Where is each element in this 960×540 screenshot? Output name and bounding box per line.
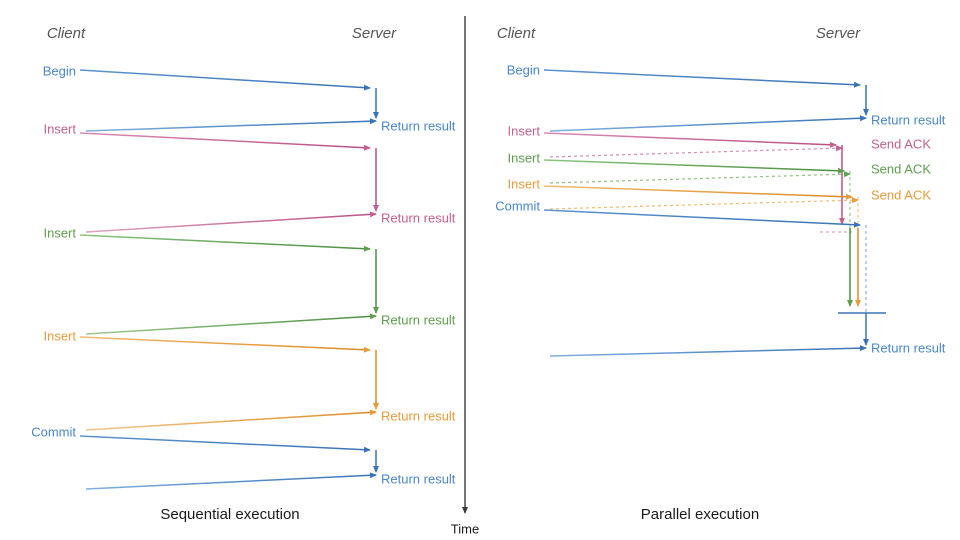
insert3-request-arrow <box>79 336 371 353</box>
server-actor-label-sequential: Server <box>352 25 397 42</box>
begin-reply-arrow-parallel <box>549 115 867 132</box>
commit-reply-arrow-parallel <box>549 345 867 357</box>
label-begin-sequential: Begin <box>43 63 76 78</box>
label-insert-1-parallel: Insert <box>507 123 540 138</box>
caption-parallel: Parallel execution <box>641 506 759 523</box>
label-send-ack-2-parallel: Send ACK <box>871 161 931 176</box>
commit-reply-arrow <box>85 472 377 490</box>
time-axis-label: Time <box>451 521 479 536</box>
label-return-result-1-parallel: Return result <box>871 112 946 127</box>
label-insert-3-sequential: Insert <box>43 328 76 343</box>
insert3-request-arrow-parallel <box>543 185 853 200</box>
label-commit-parallel: Commit <box>495 198 540 213</box>
label-return-result-5-sequential: Return result <box>381 471 456 486</box>
label-return-result-2-parallel: Return result <box>871 340 946 355</box>
insert2-exchange-parallel <box>543 159 853 307</box>
begin-request-arrow <box>79 69 371 91</box>
insert3-reply-arrow <box>85 409 377 431</box>
insert2-request-arrow <box>79 234 371 252</box>
insert2-reply-arrow <box>85 313 377 335</box>
label-return-result-3-sequential: Return result <box>381 312 456 327</box>
time-axis-group: Time <box>451 16 479 536</box>
insert3-exchange-parallel <box>543 185 861 307</box>
caption-sequential: Sequential execution <box>160 506 299 523</box>
insert2-ack-arrow-parallel <box>549 171 851 184</box>
label-insert-2-sequential: Insert <box>43 225 76 240</box>
panel-parallel: Client Server <box>495 25 946 523</box>
insert1-request-arrow <box>79 132 371 151</box>
label-return-result-4-sequential: Return result <box>381 408 456 423</box>
label-commit-sequential: Commit <box>31 424 76 439</box>
label-insert-1-sequential: Insert <box>43 121 76 136</box>
client-actor-label-sequential: Client <box>47 25 86 42</box>
begin-exchange-parallel <box>543 69 869 132</box>
insert1-ack-arrow-parallel <box>549 145 843 158</box>
begin-exchange-sequential <box>79 69 379 132</box>
commit-exchange-parallel <box>543 209 886 357</box>
insert1-exchange-parallel <box>543 132 852 233</box>
server-actor-label-parallel: Server <box>816 25 861 42</box>
insert3-ack-arrow-parallel <box>549 197 859 210</box>
begin-reply-arrow <box>85 118 377 132</box>
commit-exchange-sequential <box>79 435 379 490</box>
label-send-ack-1-parallel: Send ACK <box>871 136 931 151</box>
panel-sequential: Client Server <box>31 25 456 523</box>
label-send-ack-3-parallel: Send ACK <box>871 187 931 202</box>
insert2-exchange-sequential <box>79 234 379 335</box>
client-actor-label-parallel: Client <box>497 25 536 42</box>
label-return-result-2-sequential: Return result <box>381 210 456 225</box>
label-begin-parallel: Begin <box>507 62 540 77</box>
insert1-reply-arrow <box>85 211 377 233</box>
commit-request-arrow <box>79 435 371 453</box>
label-insert-3-parallel: Insert <box>507 176 540 191</box>
insert3-exchange-sequential <box>79 336 379 431</box>
label-insert-2-parallel: Insert <box>507 150 540 165</box>
commit-request-arrow-parallel <box>543 209 861 228</box>
insert2-request-arrow-parallel <box>543 159 845 174</box>
insert1-request-arrow-parallel <box>543 132 837 148</box>
insert1-exchange-sequential <box>79 132 379 233</box>
label-return-result-1-sequential: Return result <box>381 118 456 133</box>
begin-request-arrow-parallel <box>543 69 861 88</box>
